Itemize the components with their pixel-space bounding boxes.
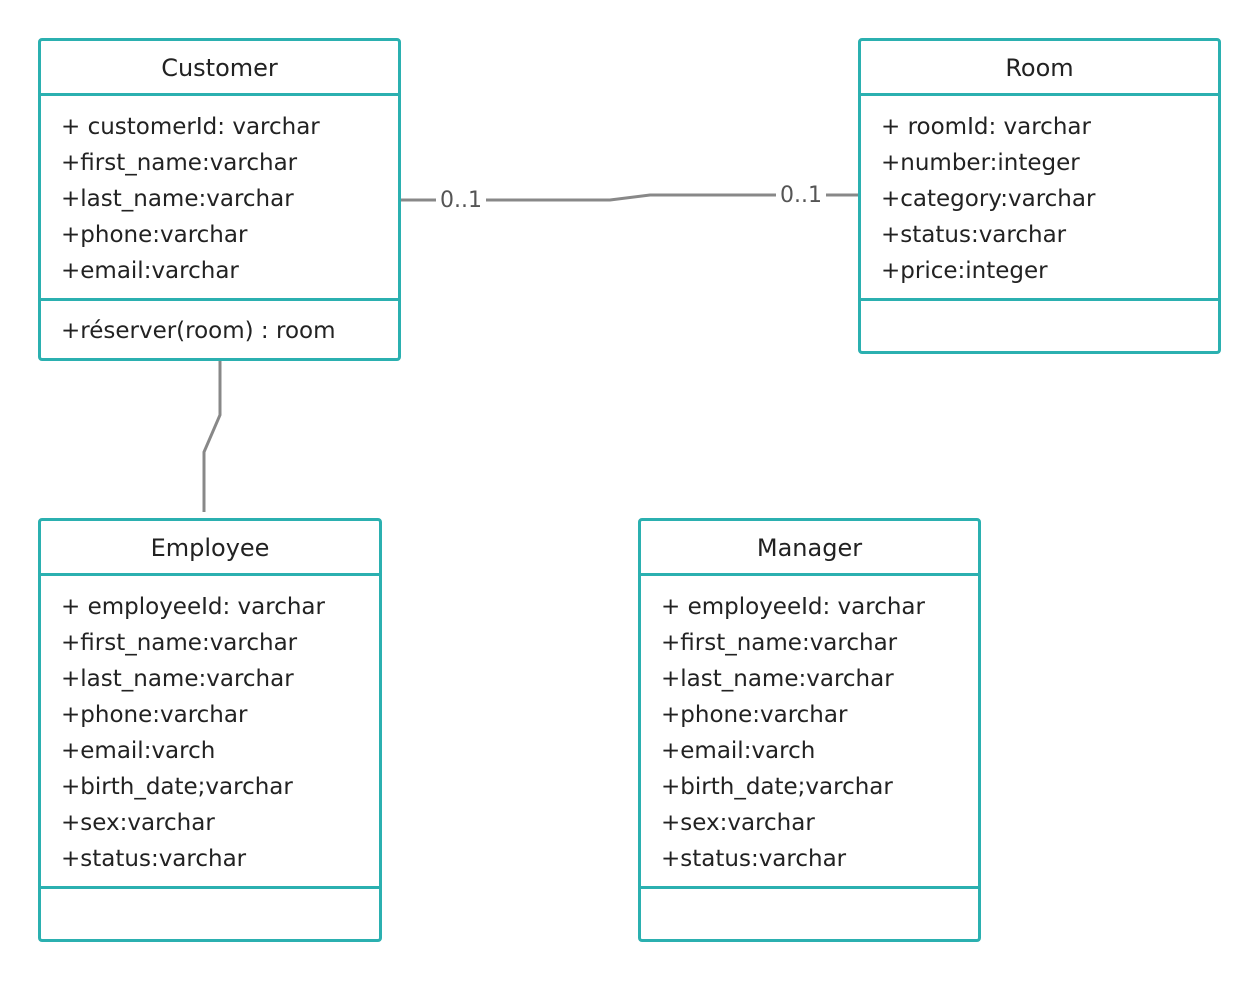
manager-attribute: +sex:varchar xyxy=(661,810,815,836)
employee-attributes-section: + employeeId: varchar +first_name:varcha… xyxy=(41,576,379,889)
room-attribute: +number:integer xyxy=(881,150,1080,176)
room-class-box[interactable]: Room + roomId: varchar +number:integer +… xyxy=(858,38,1221,354)
employee-class-box[interactable]: Employee + employeeId: varchar +first_na… xyxy=(38,518,382,942)
customer-class-box[interactable]: Customer + customerId: varchar +first_na… xyxy=(38,38,401,361)
employee-attribute: +status:varchar xyxy=(61,846,247,872)
manager-attribute: +last_name:varchar xyxy=(661,666,894,692)
employee-class-name: Employee xyxy=(41,521,379,576)
manager-class-name: Manager xyxy=(641,521,978,576)
employee-attribute: +last_name:varchar xyxy=(61,666,294,692)
room-attribute: +status:varchar xyxy=(881,222,1067,248)
employee-attribute: +first_name:varchar xyxy=(61,630,298,656)
customer-operations-section: +réserver(room) : room xyxy=(41,301,398,349)
customer-attribute: + customerId: varchar xyxy=(61,114,320,140)
customer-attributes-section: + customerId: varchar +first_name:varcha… xyxy=(41,96,398,301)
manager-attributes-section: + employeeId: varchar +first_name:varcha… xyxy=(641,576,978,889)
customer-room-association-line[interactable] xyxy=(401,193,858,202)
room-attribute: + roomId: varchar xyxy=(881,114,1091,140)
customer-employee-association-line[interactable] xyxy=(202,361,222,512)
room-attribute: +category:varchar xyxy=(881,186,1096,212)
manager-operations-section xyxy=(641,889,978,901)
customer-operation: +réserver(room) : room xyxy=(61,318,336,344)
manager-class-box[interactable]: Manager + employeeId: varchar +first_nam… xyxy=(638,518,981,942)
customer-attribute: +phone:varchar xyxy=(61,222,248,248)
room-multiplicity-label: 0..1 xyxy=(776,183,826,209)
room-class-name: Room xyxy=(861,41,1218,96)
employee-attribute: +sex:varchar xyxy=(61,810,215,836)
employee-operations-section xyxy=(41,889,379,901)
employee-attribute: +phone:varchar xyxy=(61,702,248,728)
customer-attribute: +email:varchar xyxy=(61,258,239,284)
employee-attribute: +birth_date;varchar xyxy=(61,774,293,800)
manager-attribute: +birth_date;varchar xyxy=(661,774,893,800)
room-attributes-section: + roomId: varchar +number:integer +categ… xyxy=(861,96,1218,301)
room-attribute: +price:integer xyxy=(881,258,1048,284)
customer-class-name: Customer xyxy=(41,41,398,96)
manager-attribute: +first_name:varchar xyxy=(661,630,898,656)
manager-attribute: + employeeId: varchar xyxy=(661,594,925,620)
manager-attribute: +email:varch xyxy=(661,738,816,764)
customer-multiplicity-label: 0..1 xyxy=(436,188,486,214)
customer-attribute: +last_name:varchar xyxy=(61,186,294,212)
employee-attribute: + employeeId: varchar xyxy=(61,594,325,620)
manager-attribute: +phone:varchar xyxy=(661,702,848,728)
room-operations-section xyxy=(861,301,1218,313)
customer-attribute: +first_name:varchar xyxy=(61,150,298,176)
manager-attribute: +status:varchar xyxy=(661,846,847,872)
employee-attribute: +email:varch xyxy=(61,738,216,764)
